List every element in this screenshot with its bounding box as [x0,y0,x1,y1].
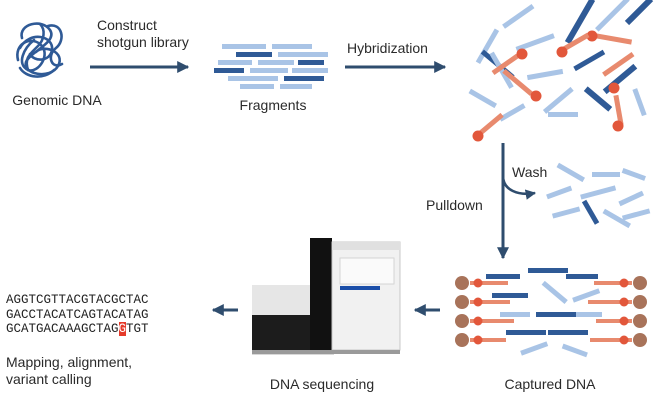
fragments-icon [214,44,328,89]
mapping-label-line1: Mapping, alignment, [6,354,133,370]
genomic-dna-label: Genomic DNA [12,92,102,108]
captured-dna-icon [455,268,647,358]
sequence-line-3-prefix: GCATGACAAAGCTAG [6,322,119,336]
pulldown-label: Pulldown [426,197,483,213]
variant-base-highlight: G [118,322,127,336]
dna-sequencing-label: DNA sequencing [269,376,375,392]
arrow-wash [501,175,537,200]
sequence-line-2: GACCTACATCAGTACATAG [6,307,149,322]
dna-sequencer-icon [252,238,401,355]
fragments-label: Fragments [239,97,307,113]
genomic-dna-icon [16,22,64,78]
captured-dna-label: Captured DNA [504,376,596,392]
sequence-line-3: GCATGACAAAGCTAGGTGT [6,322,149,337]
sequence-line-3-suffix: TGT [126,322,149,336]
construct-label-line1: Construct [97,17,157,33]
mapping-label-line2: variant calling [6,371,92,387]
wash-label: Wash [512,164,548,180]
hybridization-label: Hybridization [347,40,428,56]
hybridization-mixture-icon [468,0,654,142]
construct-label-line2: shotgun library [97,34,189,50]
washed-fragments-icon [546,162,651,229]
sequence-line-1: AGGTCGTTACGTACGCTAC [6,293,149,307]
